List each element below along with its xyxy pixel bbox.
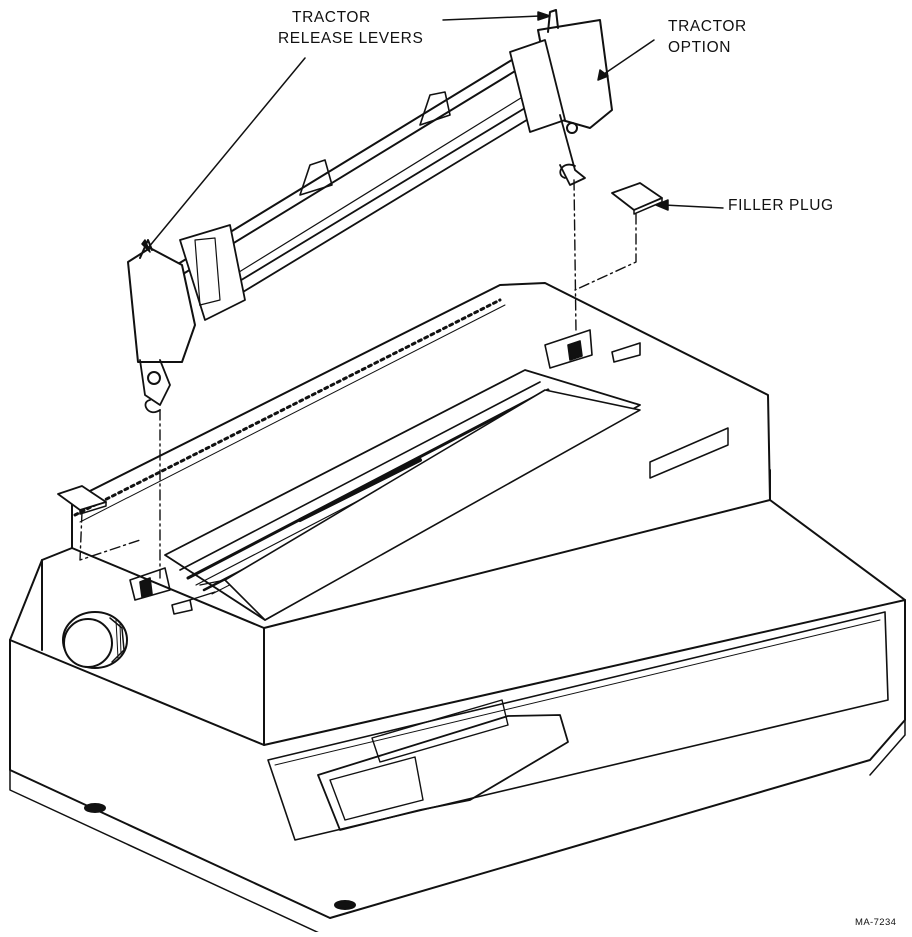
tractor-release-levers-label-line1: TRACTOR xyxy=(292,9,371,26)
tractor-option-label-line1: TRACTOR xyxy=(668,18,747,35)
tractor-release-levers-label-line2: RELEASE LEVERS xyxy=(278,30,424,47)
callout-leaders xyxy=(141,11,724,253)
tractor-mount-slots xyxy=(129,329,641,615)
filler-plug-left xyxy=(57,485,107,515)
control-panel xyxy=(317,699,569,831)
filler-plug-right xyxy=(611,182,663,215)
printer-body xyxy=(9,282,906,937)
alignment-lines xyxy=(79,179,637,579)
filler-plug-label: FILLER PLUG xyxy=(728,197,834,214)
platen-area xyxy=(164,369,641,621)
tractor-assembly xyxy=(127,9,613,413)
platen-knob xyxy=(62,611,128,669)
tractor-option-label-line2: OPTION xyxy=(668,39,732,56)
vent-holes xyxy=(73,298,506,523)
figure-number: MA-7234 xyxy=(855,917,897,928)
